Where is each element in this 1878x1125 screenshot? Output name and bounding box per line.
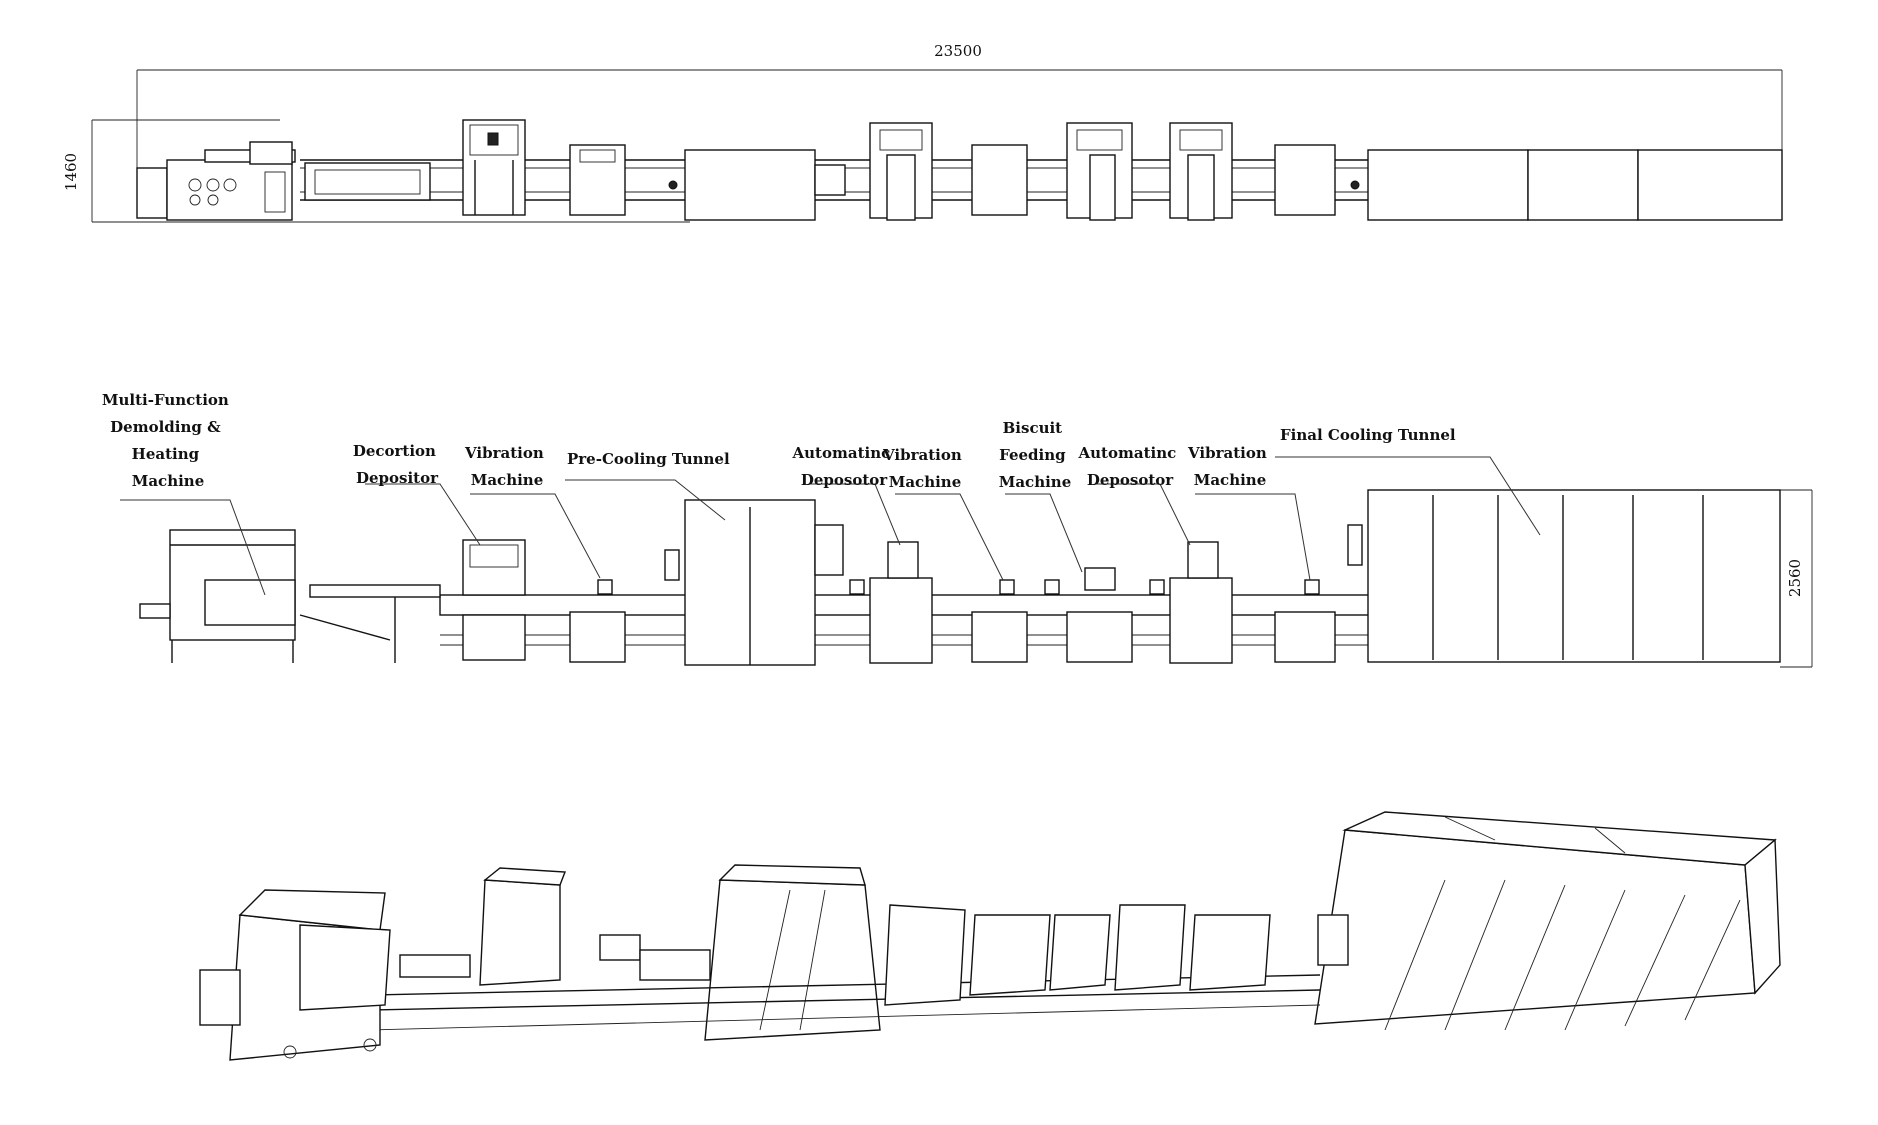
elevation-view: 2560 bbox=[102, 391, 1813, 668]
width-dimension-label: 1460 bbox=[62, 153, 80, 191]
label-demolding: Multi-Function Demolding & Heating Machi… bbox=[102, 391, 234, 490]
length-dimension-label: 23500 bbox=[934, 42, 982, 60]
plan-view: 23500 1460 bbox=[62, 42, 1783, 223]
label-biscuit-feeding: Biscuit Feeding Machine bbox=[999, 419, 1072, 491]
label-pre-cooling: Pre-Cooling Tunnel bbox=[567, 450, 730, 468]
height-dimension-label: 2560 bbox=[1786, 559, 1804, 597]
label-auto-depositor-1: Automatinc Deposotor bbox=[792, 444, 896, 489]
label-decoration-depositor: Decortion Depositor bbox=[353, 442, 441, 487]
label-final-cooling: Final Cooling Tunnel bbox=[1280, 426, 1456, 444]
isometric-view bbox=[199, 811, 1781, 1061]
label-auto-depositor-2: Automatinc Deposotor bbox=[1078, 444, 1182, 489]
label-vibration-2: Vibration Machine bbox=[882, 446, 967, 491]
label-vibration-1: Vibration Machine bbox=[464, 444, 549, 489]
leader-lines bbox=[120, 456, 1541, 596]
label-vibration-3: Vibration Machine bbox=[1187, 444, 1272, 489]
